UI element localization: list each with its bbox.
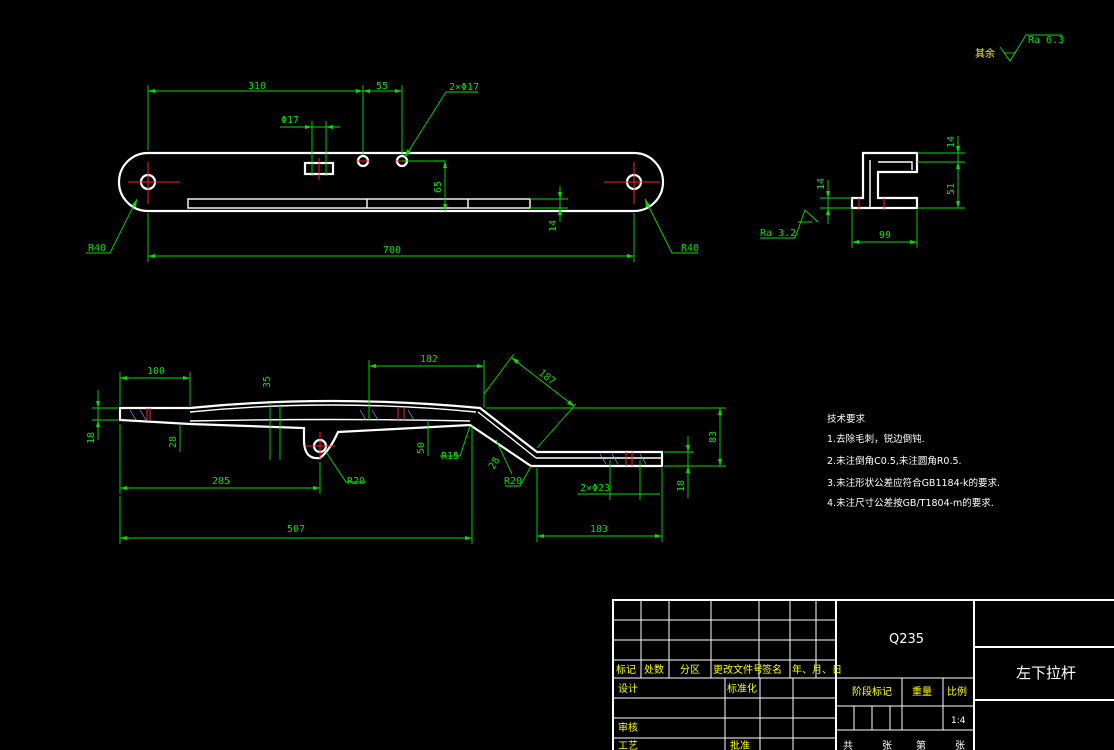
roughness-other: 其余 Ra 6.3 (975, 34, 1064, 62)
dim-187: 187 (536, 368, 557, 388)
dim-51: 51 (946, 183, 957, 195)
dim-182: 182 (420, 354, 438, 365)
dim-28-front-a: 28 (168, 436, 179, 448)
tb-total: 共 (843, 740, 853, 750)
dim-r40-left: R40 (88, 243, 106, 254)
tb-weight: 重量 (912, 685, 932, 698)
tb-approve: 批准 (730, 739, 750, 750)
roughness-side-value: Ra 3.2 (760, 228, 796, 239)
front-view: 100 35 182 187 18 28 50 R15 R20 285 28 R… (86, 353, 726, 544)
dim-700: 700 (383, 245, 401, 256)
dim-14-side-b: 14 (816, 178, 827, 190)
dim-35: 35 (262, 376, 273, 388)
title-block: 标记 处数 分区 更改文件号 签名 年、月、日 设计 标准化 审核 工艺 批准 … (612, 599, 1114, 750)
dim-r20-b: R20 (504, 476, 522, 487)
tb-stage-mark: 阶段标记 (852, 685, 892, 698)
tech-note-1: 1.去除毛刺，锐边倒钝. (827, 433, 925, 445)
dim-100: 100 (147, 366, 165, 377)
tb-sheets-2: 张 (955, 740, 965, 750)
tb-material: Q235 (889, 632, 924, 647)
dim-phi17: Φ17 (281, 115, 299, 126)
dim-83: 83 (708, 431, 719, 443)
dim-r20-a: R20 (347, 476, 365, 487)
dim-55: 55 (376, 81, 388, 92)
tb-header-mark: 标记 (616, 664, 636, 676)
tb-part-name: 左下拉杆 (1016, 664, 1076, 682)
dim-285: 285 (212, 476, 230, 487)
dim-183: 183 (590, 524, 608, 535)
dim-28-front-b: 28 (487, 456, 503, 472)
side-view: 14 51 14 99 Ra 3.2 (760, 136, 965, 248)
tb-page: 第 (916, 739, 926, 750)
dim-14-side-a: 14 (946, 136, 957, 148)
tech-notes-title: 技术要求 (827, 413, 866, 425)
dim-r15: R15 (441, 451, 459, 462)
tb-design: 设计 (618, 682, 638, 695)
tb-review: 审核 (618, 721, 638, 734)
dim-2phi17: 2×Φ17 (449, 82, 479, 93)
tb-header-date: 年、月、日 (792, 663, 842, 676)
dim-99: 99 (879, 230, 891, 241)
tb-scale-label: 比例 (947, 685, 967, 698)
dim-507: 507 (287, 524, 305, 535)
dim-310: 310 (248, 81, 266, 92)
tech-note-3: 3.未注形状公差应符合GB1184-k的要求. (827, 477, 1000, 489)
tech-note-2: 2.未注倒角C0.5,未注圆角R0.5. (827, 455, 962, 467)
roughness-other-label: 其余 (975, 47, 995, 60)
dim-r40-right: R40 (681, 243, 699, 254)
tech-note-4: 4.未注尺寸公差按GB/T1804-m的要求. (827, 497, 994, 509)
roughness-other-value: Ra 6.3 (1028, 35, 1064, 46)
tb-header-sign: 签名 (762, 663, 782, 676)
tb-scale-value: 1:4 (951, 716, 966, 726)
dim-14-top: 14 (548, 220, 559, 232)
tb-header-doc: 更改文件号 (713, 663, 763, 676)
tech-notes: 技术要求 1.去除毛刺，锐边倒钝. 2.未注倒角C0.5,未注圆角R0.5. 3… (827, 413, 1000, 509)
dim-18-front-b: 18 (676, 480, 687, 492)
tb-header-zone: 分区 (680, 664, 700, 676)
dim-2phi23: 2×Φ23 (580, 483, 610, 494)
tb-sheets: 张 (882, 740, 892, 750)
tb-standardization: 标准化 (727, 682, 757, 695)
dim-65: 65 (433, 181, 444, 193)
dim-18-front-a: 18 (86, 432, 97, 444)
dim-50: 50 (416, 442, 427, 454)
tb-process: 工艺 (618, 740, 638, 750)
tb-header-count: 处数 (644, 663, 664, 676)
top-view: 310 55 Φ17 2×Φ17 65 14 700 R40 R40 (86, 81, 699, 262)
